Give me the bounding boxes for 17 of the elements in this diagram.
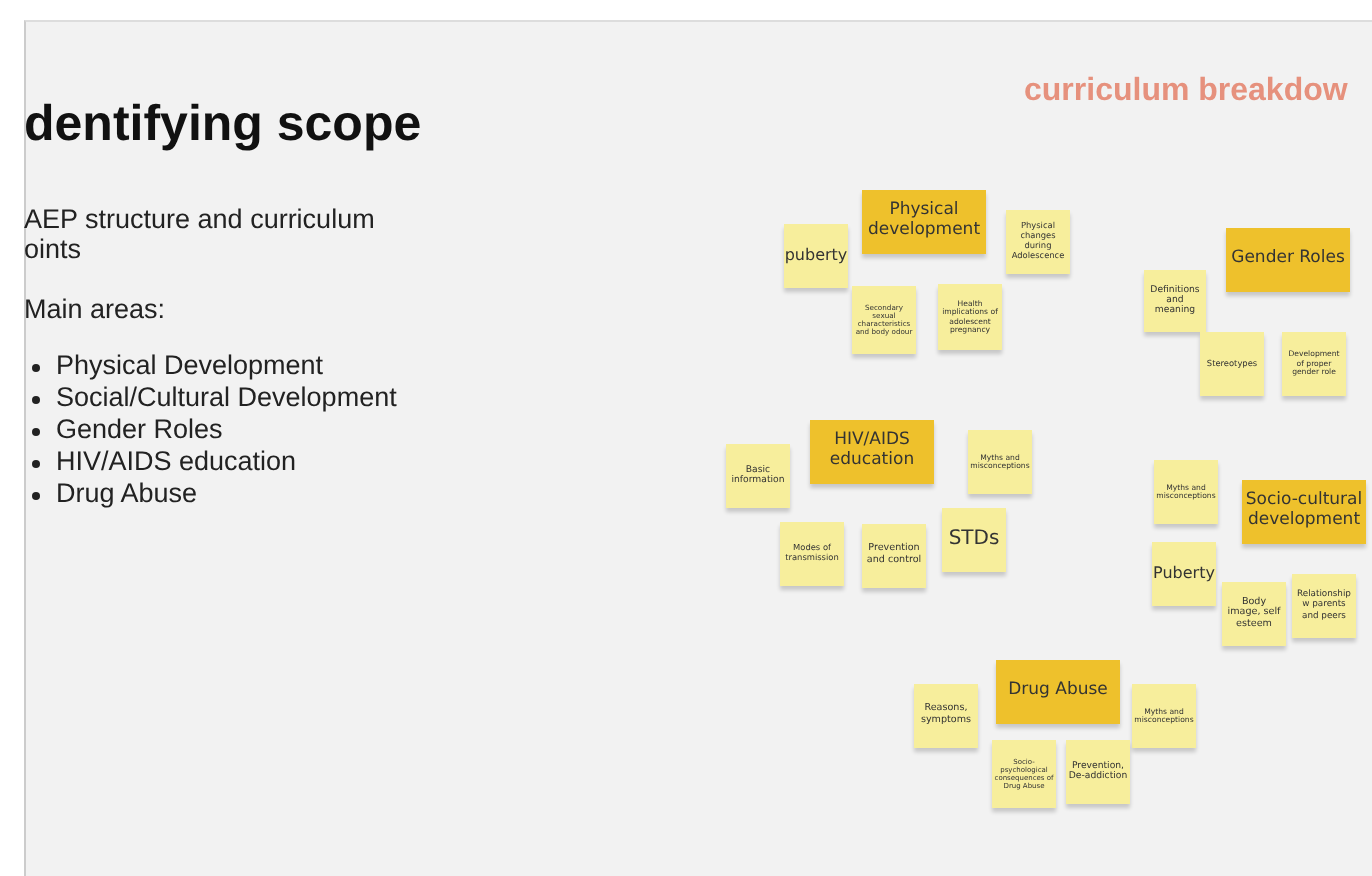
bullet-item: Social/Cultural Development — [56, 382, 397, 412]
section-heading: curriculum breakdow — [1024, 74, 1348, 110]
topic-sticky-note: HIV/AIDS education — [810, 420, 934, 484]
body-text: AEP structure and curriculum oints — [24, 204, 377, 264]
topic-sticky-note: Socio-cultural development — [1242, 480, 1366, 544]
topic-sticky-note: Gender Roles — [1226, 228, 1350, 292]
bullet-item: HIV/AIDS education — [56, 446, 297, 476]
slide-title: dentifying scope — [24, 96, 422, 154]
sticky-note: STDs — [942, 508, 1006, 572]
bullet-item: Physical Development — [56, 350, 324, 380]
bullet-item: Gender Roles — [56, 414, 223, 444]
topic-sticky-note: Physical development — [862, 190, 986, 254]
topic-sticky-note: Drug Abuse — [996, 660, 1120, 724]
sticky-note: puberty — [784, 224, 848, 288]
bullet-item: Drug Abuse — [56, 478, 198, 508]
body-text: Main areas: — [24, 294, 166, 324]
sticky-note: Puberty — [1152, 542, 1216, 606]
